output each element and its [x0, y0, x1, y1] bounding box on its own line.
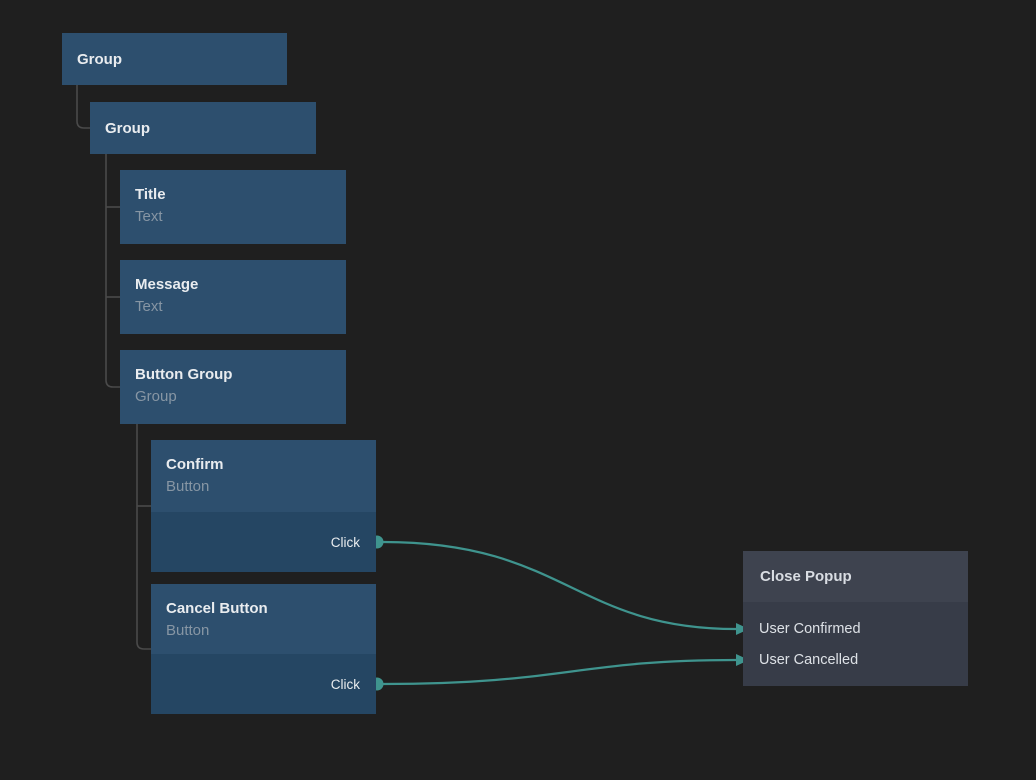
input-user-confirmed[interactable]: User Confirmed: [759, 620, 861, 637]
node-message-text[interactable]: Message Text: [120, 260, 346, 334]
node-title-text[interactable]: Title Text: [120, 170, 346, 244]
node-header: Cancel Button Button: [151, 584, 376, 654]
action-node-title: Close Popup: [743, 551, 968, 602]
tree-connector-buttongroup-to-children: [136, 424, 151, 650]
node-subtitle: Button: [166, 478, 210, 495]
node-close-popup[interactable]: Close Popup User Confirmed User Cancelle…: [743, 551, 968, 686]
output-port-label: Click: [330, 676, 360, 692]
node-subtitle: Text: [135, 208, 163, 225]
node-subtitle: Button: [166, 622, 210, 639]
output-port-label: Click: [330, 534, 360, 550]
input-user-cancelled[interactable]: User Cancelled: [759, 651, 859, 668]
action-node-inputs: User Confirmed User Cancelled: [743, 602, 968, 686]
wire-cancel-click-to-user-cancelled[interactable]: [382, 658, 737, 686]
node-output-row: Click: [151, 512, 376, 572]
node-title: Group: [105, 119, 150, 137]
node-title: Confirm: [166, 456, 224, 473]
tree-connector-group-to-children: [105, 154, 120, 388]
node-title: Group: [77, 50, 122, 68]
node-output-row: Click: [151, 654, 376, 714]
node-title: Message: [135, 276, 199, 293]
node-title: Title: [135, 186, 166, 203]
wire-arrowhead-user-cancelled: [736, 654, 749, 666]
node-subtitle: Text: [135, 298, 163, 315]
node-header: Confirm Button: [151, 440, 376, 512]
tree-connector-root-to-group: [76, 85, 90, 129]
node-group-child[interactable]: Group: [90, 102, 316, 154]
node-button-group[interactable]: Button Group Group: [120, 350, 346, 424]
node-confirm[interactable]: Confirm Button Click: [151, 440, 376, 572]
node-cancel-button[interactable]: Cancel Button Button Click: [151, 584, 376, 714]
node-group-root[interactable]: Group: [62, 33, 287, 85]
node-title: Button Group: [135, 366, 233, 383]
node-subtitle: Group: [135, 388, 177, 405]
wire-arrowhead-user-confirmed: [736, 623, 749, 635]
node-title: Cancel Button: [166, 600, 268, 617]
wire-confirm-click-to-user-confirmed[interactable]: [382, 540, 737, 631]
